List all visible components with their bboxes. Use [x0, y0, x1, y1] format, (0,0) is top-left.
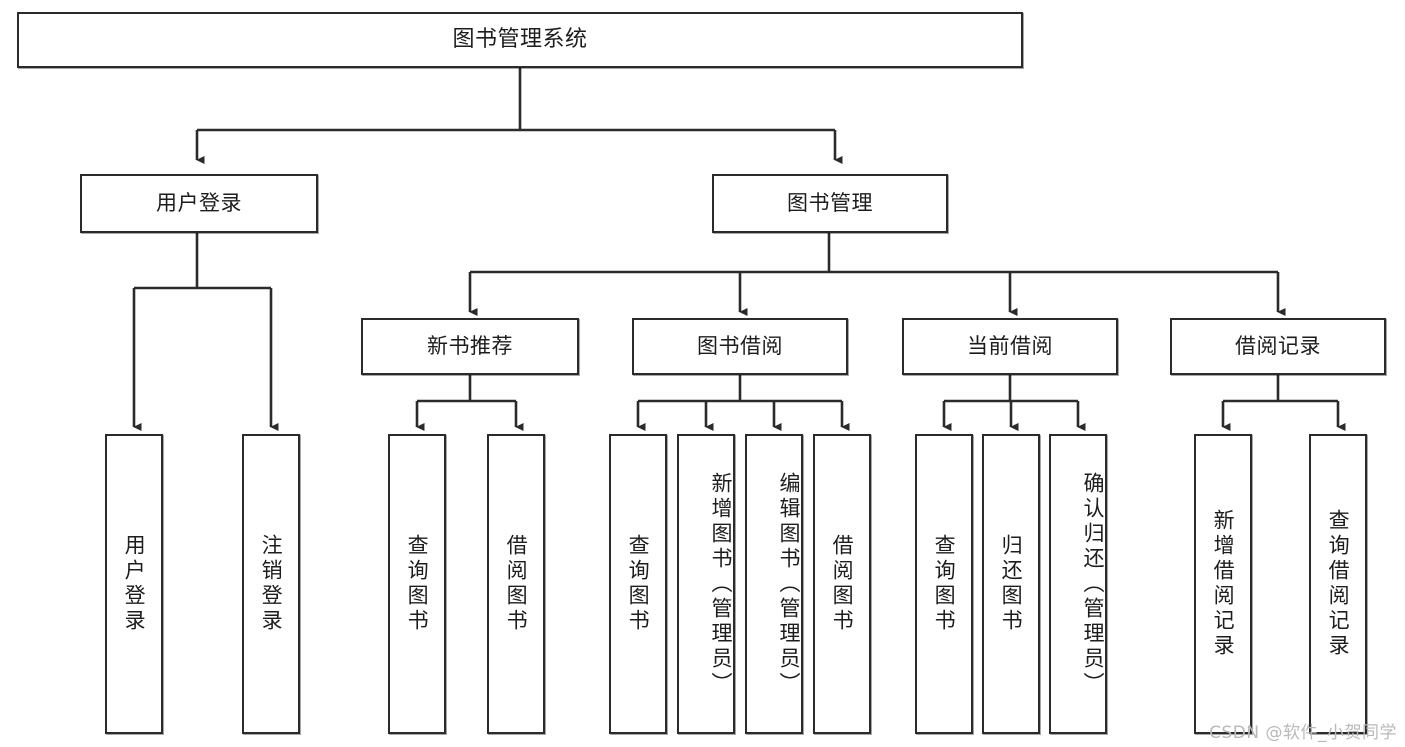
node-new-book-rec-label: 新书推荐: [427, 333, 513, 358]
node-borrow-record-label: 借阅记录: [1235, 333, 1321, 358]
node-current-borrow-label: 当前借阅: [967, 333, 1053, 358]
node-leaf-return-book[interactable]: 归还图书: [982, 434, 1040, 734]
node-book-manage-label: 图书管理: [787, 190, 873, 215]
node-leaf-borrow-book-2-label: 借阅图书: [830, 534, 855, 634]
watermark-text: CSDN @软件_小贺同学: [1209, 723, 1397, 743]
node-leaf-query-record-label: 查询借阅记录: [1326, 509, 1351, 659]
node-leaf-add-book-label: 新增图书（管理员）: [709, 471, 733, 697]
node-leaf-query-record[interactable]: 查询借阅记录: [1309, 434, 1367, 734]
node-leaf-borrow-book-1[interactable]: 借阅图书: [487, 434, 545, 734]
node-leaf-add-book[interactable]: 新增图书（管理员）: [677, 434, 735, 734]
node-leaf-query-book-1-label: 查询图书: [405, 534, 430, 634]
node-leaf-confirm-return[interactable]: 确认归还（管理员）: [1049, 434, 1107, 734]
node-leaf-query-book-1[interactable]: 查询图书: [388, 434, 446, 734]
node-leaf-add-record-label: 新增借阅记录: [1211, 509, 1236, 659]
node-leaf-logout[interactable]: 注销登录: [242, 434, 300, 734]
node-user-login-label: 用户登录: [156, 190, 242, 215]
node-root[interactable]: 图书管理系统: [17, 12, 1023, 68]
node-leaf-user-login[interactable]: 用户登录: [105, 434, 163, 734]
node-leaf-query-book-2-label: 查询图书: [626, 534, 651, 634]
node-leaf-add-record[interactable]: 新增借阅记录: [1194, 434, 1252, 734]
node-leaf-logout-label: 注销登录: [259, 534, 284, 634]
node-leaf-borrow-book-2[interactable]: 借阅图书: [813, 434, 871, 734]
node-leaf-edit-book[interactable]: 编辑图书（管理员）: [745, 434, 803, 734]
node-leaf-query-book-3-label: 查询图书: [932, 534, 957, 634]
node-leaf-borrow-book-1-label: 借阅图书: [504, 534, 529, 634]
node-leaf-confirm-return-label: 确认归还（管理员）: [1081, 471, 1105, 697]
node-book-manage[interactable]: 图书管理: [712, 174, 948, 233]
node-leaf-query-book-2[interactable]: 查询图书: [609, 434, 667, 734]
node-leaf-edit-book-label: 编辑图书（管理员）: [777, 471, 801, 697]
node-book-borrow-label: 图书借阅: [697, 333, 783, 358]
node-leaf-query-book-3[interactable]: 查询图书: [915, 434, 973, 734]
node-current-borrow[interactable]: 当前借阅: [902, 318, 1118, 375]
node-leaf-return-book-label: 归还图书: [999, 534, 1024, 634]
node-root-label: 图书管理系统: [452, 26, 588, 52]
node-borrow-record[interactable]: 借阅记录: [1170, 318, 1386, 375]
node-leaf-user-login-label: 用户登录: [122, 534, 147, 634]
node-new-book-rec[interactable]: 新书推荐: [361, 318, 579, 375]
node-user-login[interactable]: 用户登录: [80, 174, 318, 233]
node-book-borrow[interactable]: 图书借阅: [632, 318, 848, 375]
